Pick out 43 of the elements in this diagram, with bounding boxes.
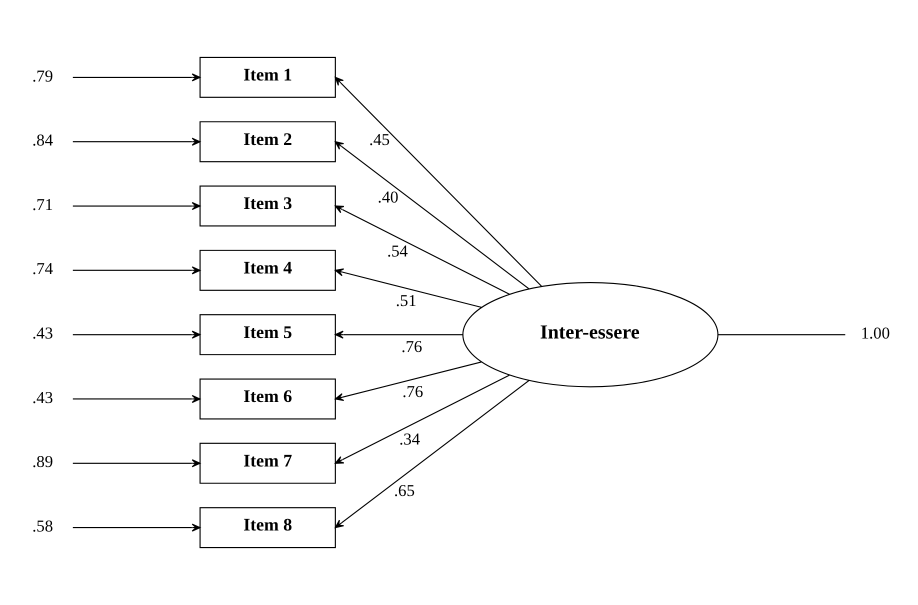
node-text: .89 [32,452,54,472]
node-text: 1.00 [860,324,890,343]
arrow [334,374,510,464]
edge-label: .54 [387,241,408,260]
node-text: .43 [32,388,54,407]
connector [718,334,846,336]
node-box: Item 1 [200,56,336,98]
arrow [72,459,201,468]
node-box: Item 2 [200,121,336,162]
node-box: Item 3 [200,186,336,227]
edge-label: .65 [394,480,415,500]
edge-label: .76 [401,337,422,356]
node-text: .79 [32,66,54,86]
arrow [72,394,201,404]
node-ellipse: Inter-essere [462,282,718,388]
arrow [72,138,201,146]
arrow [72,73,201,82]
arrow [72,524,201,532]
node-text: .58 [32,516,54,536]
node-box: Item 8 [200,507,336,548]
node-box: Item 7 [200,442,336,484]
node-box: Item 6 [200,378,336,420]
node-box: Item 5 [200,314,336,356]
arrow [334,330,463,339]
arrow [334,141,530,290]
edge-label: .76 [402,382,424,402]
arrow [334,205,510,295]
edge-label: .51 [396,291,417,310]
arrow [72,266,201,274]
edge-label: .34 [399,430,420,449]
arrow [334,76,542,287]
node-text: .74 [32,259,54,278]
arrow [72,330,201,339]
arrow [334,361,482,401]
arrow [72,202,201,210]
edge-label: .45 [369,130,390,150]
node-text: .43 [32,324,54,343]
arrow [334,268,482,308]
node-text: .84 [32,130,54,150]
arrow [334,380,530,528]
node-box: Item 4 [200,250,336,291]
node-text: .71 [32,194,54,214]
edge-label: .40 [378,188,398,207]
